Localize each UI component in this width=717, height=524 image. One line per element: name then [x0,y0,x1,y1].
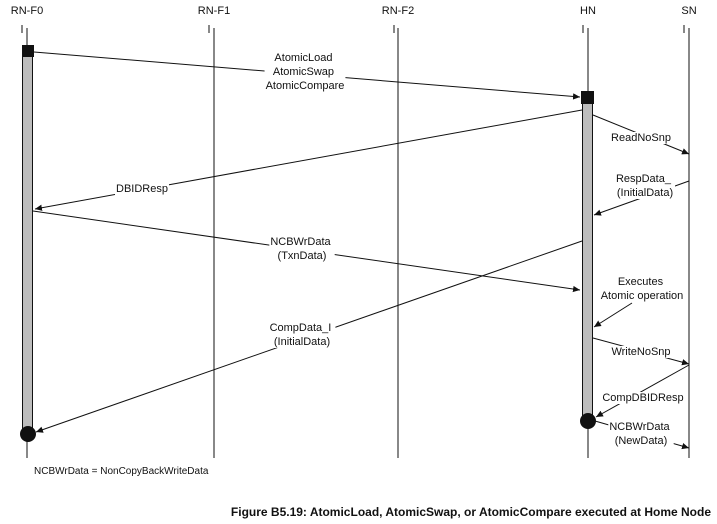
label-background [610,346,672,358]
label-background [601,392,685,404]
label-background [115,183,169,195]
label-respdata: RespData_ (InitialData) [616,173,674,199]
end-circle-rn-f0 [20,426,36,442]
label-background [614,173,676,199]
activation-bar-rn-f0 [22,51,33,435]
label-background [610,132,672,144]
start-square-hn [581,91,594,104]
figure-caption: Figure B5.19: AtomicLoad, AtomicSwap, or… [230,505,711,519]
label-dbidresp: DBIDResp [116,183,168,195]
label-ncbwrdata-new: NCBWrData (NewData) [609,421,672,447]
arrow-compdbidresp [595,364,690,418]
label-ticks [21,25,685,33]
node-label-rn-f0: RN-F0 [11,5,43,17]
label-background [608,421,674,447]
label-writenosnp: WriteNoSnp [611,346,670,358]
node-label-rn-f2: RN-F2 [382,5,414,17]
node-label-sn: SN [681,5,696,17]
node-label-hn: HN [580,5,596,17]
label-background [599,276,685,302]
end-circle-hn [580,413,596,429]
label-executes-atomic: Executes Atomic operation [601,276,684,302]
label-background [264,52,346,92]
node-label-rn-f1: RN-F1 [198,5,230,17]
arrow-executes-atomic [593,302,633,328]
label-background [268,322,336,348]
label-compdbidresp: CompDBIDResp [602,392,683,404]
label-readnosnp: ReadNoSnp [611,132,671,144]
label-atomic-request: AtomicLoad AtomicSwap AtomicCompare [266,52,345,92]
label-ncbwrdata-txn: NCBWrData (TxnData) [270,236,333,262]
footnote: NCBWrData = NonCopyBackWriteData [34,466,209,477]
start-square-rn-f0 [22,45,34,57]
label-background [269,236,335,262]
activation-bar-hn [582,96,593,422]
label-compdata: CompData_I (InitialData) [270,322,335,348]
